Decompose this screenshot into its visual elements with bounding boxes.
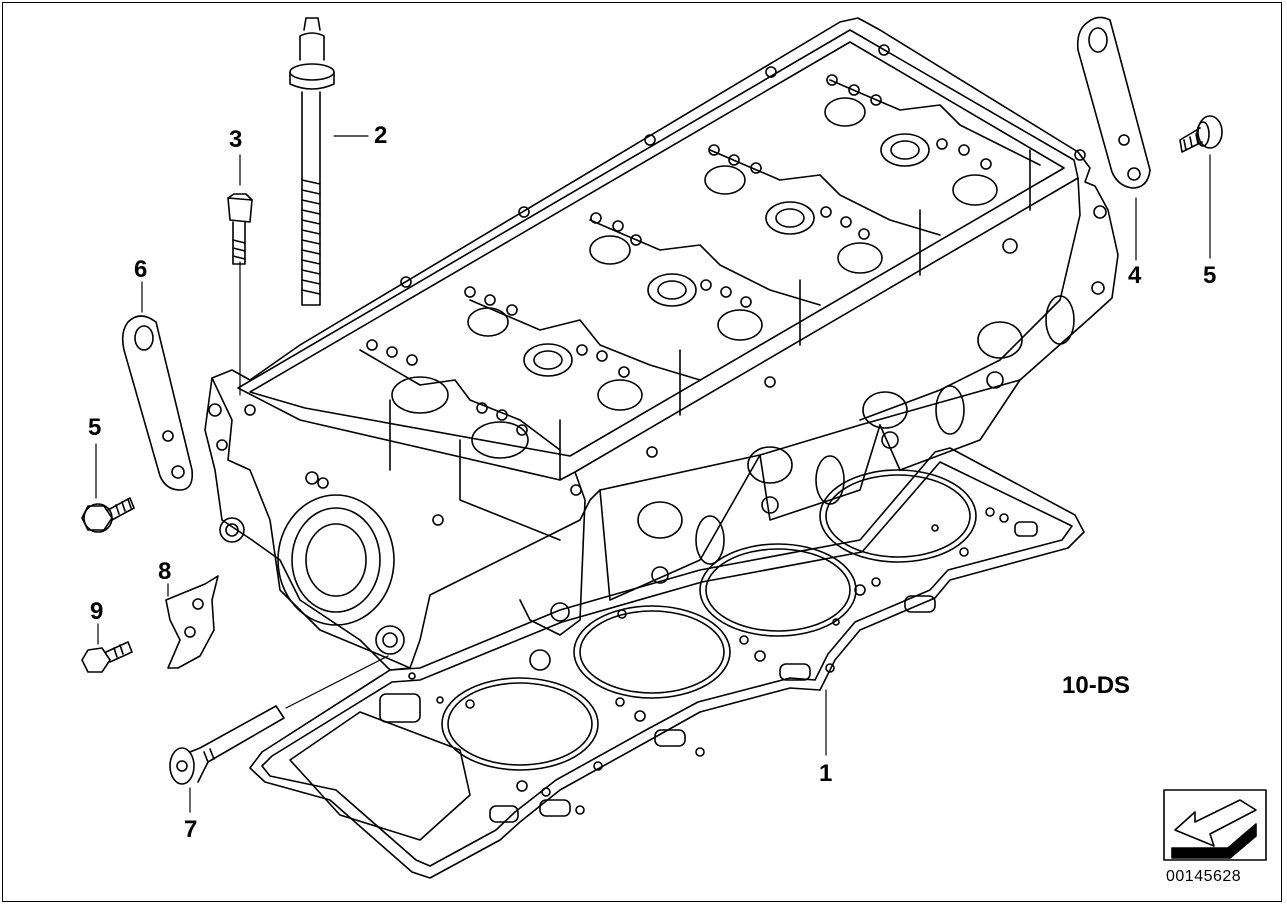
lifting-eye-right <box>1076 16 1151 189</box>
callout-5-left: 5 <box>88 414 102 441</box>
callout-9: 9 <box>90 598 104 625</box>
gasket-bore-1 <box>441 677 599 771</box>
callout-4: 4 <box>1128 262 1142 289</box>
hex-bolt <box>227 193 253 265</box>
torx-bolt <box>169 705 285 785</box>
callout-5-right: 5 <box>1203 262 1217 289</box>
callout-8: 8 <box>158 558 172 585</box>
variant-code: 10-DS <box>1062 672 1131 699</box>
cylinder-head-gasket <box>249 447 1085 879</box>
valve-train <box>359 74 1041 541</box>
cylinder-head-bolt-long <box>289 17 335 306</box>
camshaft-bore <box>277 494 395 626</box>
callout-1: 1 <box>819 760 833 787</box>
callout-2: 2 <box>374 122 388 149</box>
gasket-bore-4 <box>819 469 977 563</box>
flange-screw-small <box>81 641 133 673</box>
bracket <box>165 575 219 669</box>
gasket-bore-2 <box>573 605 731 699</box>
lifting-eye-left <box>121 315 194 491</box>
callout-3: 3 <box>229 126 243 153</box>
document-number: 00145628 <box>1166 868 1242 885</box>
cylinder-head <box>204 17 1119 671</box>
gasket-bore-3 <box>699 543 857 637</box>
flange-screw-left <box>81 497 135 533</box>
leader-lines <box>95 135 1211 813</box>
arrow-direction-icon <box>1163 789 1267 861</box>
callout-7: 7 <box>184 816 198 843</box>
callout-6: 6 <box>134 256 148 283</box>
flange-screw-right <box>1179 115 1223 153</box>
